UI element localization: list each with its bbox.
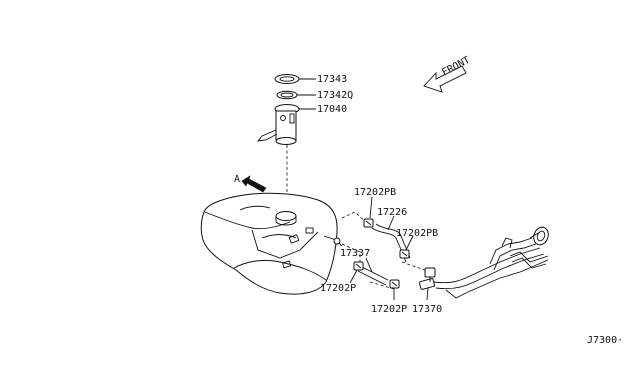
fuel-pump-part [256,104,300,145]
leader-17202p-left [349,269,358,284]
part-label-17342q: 17342Q [317,90,353,101]
leader-17337 [365,257,373,273]
part-label-17202pb-right: 17202PB [396,228,438,239]
valve-17370 [419,267,436,290]
part-label-17337: 17337 [340,248,370,259]
part-label-17040: 17040 [317,104,347,115]
fuel-tank [200,192,343,295]
part-label-17226: 17226 [377,207,407,218]
leader-17202pb-top [369,196,373,219]
clamp-17202pb-right [399,249,410,259]
hose-17337 [357,265,389,286]
front-direction-label: FRONT [440,55,472,79]
seal-part [276,90,298,100]
part-label-17202pb-top: 17202PB [354,187,396,198]
leader-17370 [426,287,429,301]
link-line-3 [369,281,395,290]
fuel-pump-assembly [256,74,300,145]
part-label-17202p-left: 17202P [320,283,356,294]
part-label-17343: 17343 [317,74,347,85]
front-direction-arrow [423,65,467,93]
leader-17202pb-right [405,235,414,251]
link-line-1 [341,243,361,262]
view-a-arrow [241,175,267,193]
clamp-17202p-left [353,261,364,271]
clamp-17202pb-top [363,218,374,228]
part-label-17202p-bottom: 17202P [371,304,407,315]
lock-ring-part [274,74,300,84]
hose-17226 [371,223,411,263]
view-marker-label: A [234,174,240,185]
leader-17226 [387,215,395,231]
figure-code: J7300· [587,335,623,346]
filler-pipe-assembly [433,226,549,299]
part-label-17370: 17370 [412,304,442,315]
clamp-17202p-bottom [389,279,400,289]
